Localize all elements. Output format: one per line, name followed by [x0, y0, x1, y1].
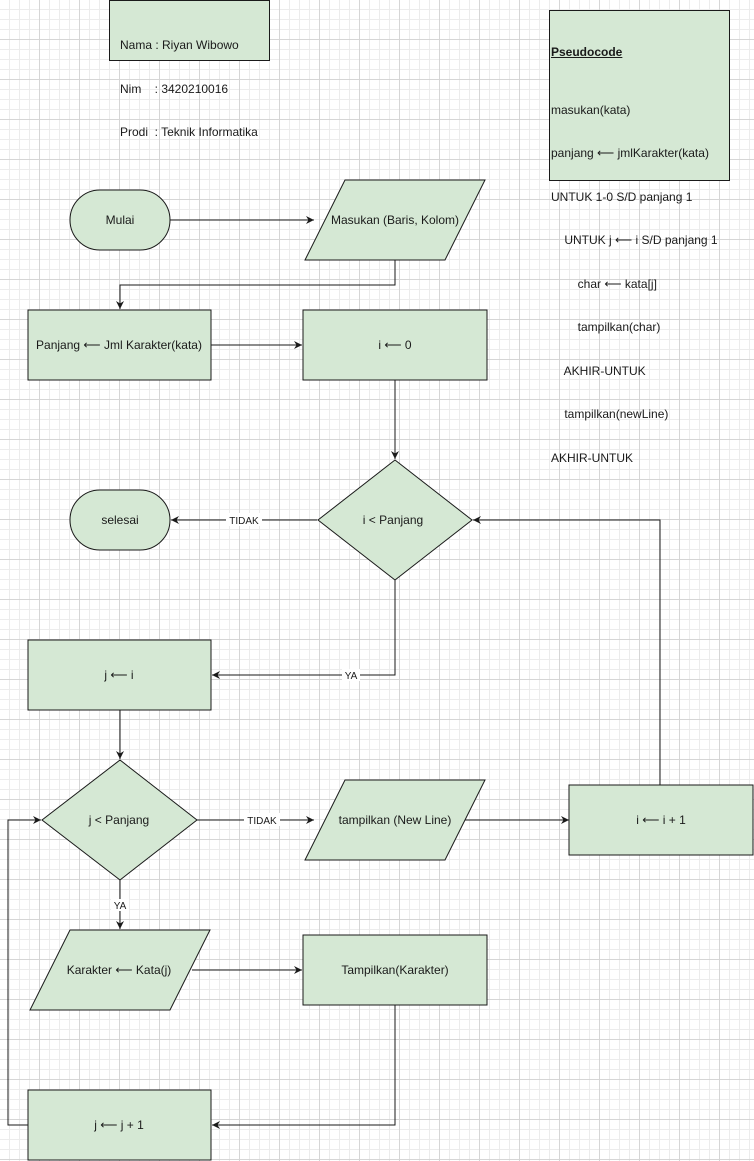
edge-condi-jinit [212, 580, 396, 679]
edge-label-ya-j: YA [114, 901, 127, 912]
edge-tampil-jinc [212, 1005, 396, 1129]
edge-masukan-panjang [116, 260, 396, 309]
label-j-inc: j ⟵ j + 1 [93, 1118, 144, 1132]
edge-iinc-condi [473, 516, 661, 785]
io-masukan [304, 179, 486, 261]
io-karakter [29, 929, 211, 1011]
pseudocode-line: AKHIR-UNTUK [551, 450, 634, 465]
decision-i [317, 459, 473, 581]
label-selesai: selesai [101, 513, 138, 527]
label-i-init: i ⟵ 0 [378, 338, 412, 352]
pseudocode-line: tampilkan(char) [551, 320, 661, 334]
label-cond-i: i < Panjang [363, 513, 423, 527]
io-newline [304, 779, 486, 861]
author-name: Nama : Riyan Wibowo [120, 38, 239, 52]
process-tampil [302, 934, 488, 1006]
process-panjang [27, 309, 212, 381]
edge-label-ya-i: YA [345, 671, 358, 682]
author-prodi: Prodi : Teknik Informatika [120, 125, 258, 139]
label-panjang: Panjang ⟵ Jml Karakter(kata) [36, 338, 202, 352]
author-nim: Nim : 3420210016 [120, 81, 229, 96]
author-info-note: Nama : Riyan Wibowo Nim : 3420210016 Pro… [109, 0, 270, 139]
label-i-inc: i ⟵ i + 1 [636, 813, 686, 827]
label-j-init: j ⟵ i [103, 668, 133, 682]
label-karakter: Karakter ⟵ Kata(j) [67, 963, 172, 977]
edge-label-tidak-j: TIDAK [247, 816, 277, 827]
pseudocode-line: panjang ⟵ jmlKarakter(kata) [551, 146, 709, 160]
process-j-init [27, 639, 212, 711]
terminator-mulai [69, 189, 171, 251]
decision-j [41, 759, 198, 881]
label-masukan: Masukan (Baris, Kolom) [331, 213, 459, 227]
edge-label-tidak-i: TIDAK [229, 516, 259, 527]
pseudocode-line: UNTUK j ⟵ i S/D panjang 1 [551, 233, 718, 247]
process-i-init [302, 309, 488, 381]
edge-jinc-condj [7, 816, 41, 1126]
pseudocode-title: Pseudocode [551, 45, 623, 59]
label-tampil: Tampilkan(Karakter) [341, 963, 448, 977]
pseudocode-line: tampilkan(newLine) [551, 407, 669, 421]
label-mulai: Mulai [106, 213, 135, 227]
label-cond-j: j < Panjang [88, 813, 149, 827]
terminator-selesai [69, 489, 171, 551]
pseudocode-line: UNTUK 1-0 S/D panjang 1 [551, 189, 693, 204]
pseudocode-line: masukan(kata) [551, 102, 631, 117]
pseudocode-line: AKHIR-UNTUK [551, 363, 646, 378]
process-j-inc [27, 1089, 212, 1161]
process-i-inc [568, 784, 754, 856]
label-newline: tampilkan (New Line) [339, 813, 452, 827]
pseudocode-note: Pseudocode masukan(kata) panjang ⟵ jmlKa… [549, 10, 730, 465]
pseudocode-line: char ⟵ kata[j] [551, 276, 657, 291]
